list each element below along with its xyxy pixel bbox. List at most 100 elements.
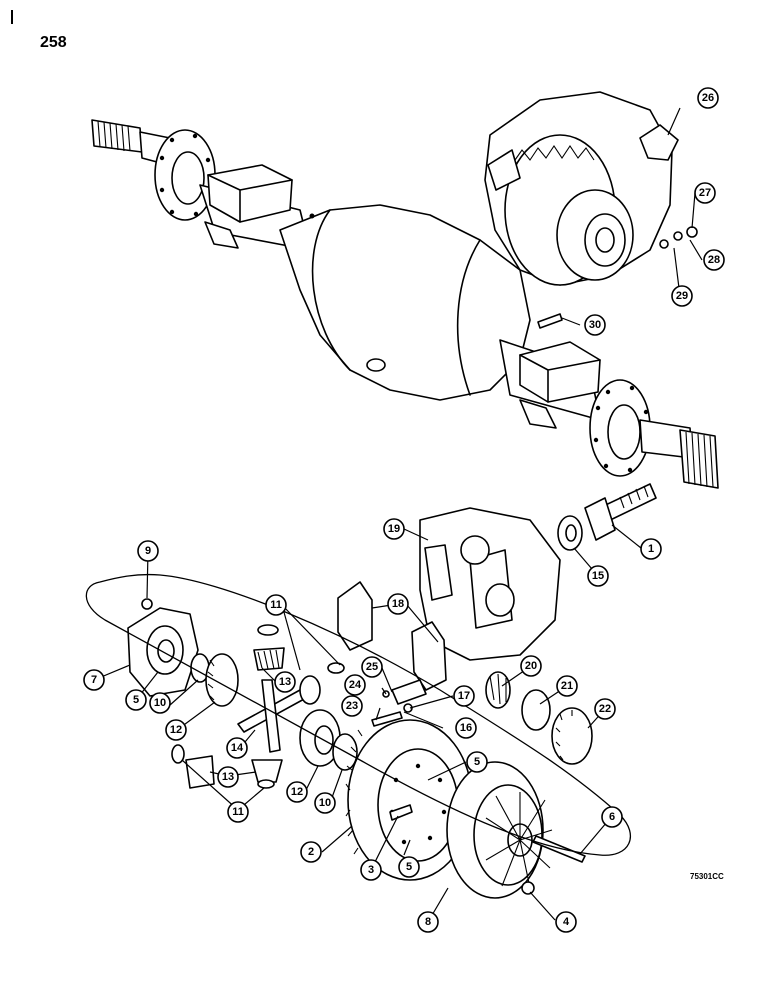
pinion-gear-top bbox=[253, 647, 285, 671]
callout-12-right: 12 bbox=[286, 781, 308, 803]
pinion-gear-bottom bbox=[251, 759, 283, 783]
callout-11-top: 11 bbox=[265, 594, 287, 616]
side-bearing-cone bbox=[485, 671, 511, 709]
callout-11-bottom: 11 bbox=[227, 801, 249, 823]
callout-9: 9 bbox=[137, 540, 159, 562]
svg-text:21: 21 bbox=[561, 680, 573, 692]
lock-bolt bbox=[371, 711, 403, 727]
callout-5-case: 5 bbox=[125, 689, 147, 711]
callout-20: 20 bbox=[520, 655, 542, 677]
pinion-washer-bottom-left bbox=[171, 744, 185, 764]
svg-text:28: 28 bbox=[708, 254, 720, 266]
svg-text:11: 11 bbox=[270, 599, 282, 611]
callout-24: 24 bbox=[344, 674, 366, 696]
right-spring-pad bbox=[519, 341, 601, 403]
center-housing-bowl bbox=[279, 204, 531, 401]
svg-text:13: 13 bbox=[279, 676, 291, 688]
callout-25: 25 bbox=[361, 656, 383, 678]
callout-23: 23 bbox=[341, 695, 363, 717]
adjuster-nut bbox=[551, 707, 593, 765]
svg-text:13: 13 bbox=[222, 771, 234, 783]
case-nut bbox=[141, 598, 153, 610]
svg-text:30: 30 bbox=[589, 319, 601, 331]
callout-8: 8 bbox=[417, 911, 439, 933]
figure-code: 75301CC bbox=[690, 872, 724, 881]
callout-1: 1 bbox=[640, 538, 662, 560]
callout-18: 18 bbox=[387, 593, 409, 615]
pinion-washer-right bbox=[327, 662, 345, 674]
svg-text:12: 12 bbox=[170, 724, 182, 736]
side-gear-left bbox=[205, 653, 239, 707]
drive-pinion bbox=[584, 483, 657, 541]
svg-text:29: 29 bbox=[676, 290, 688, 302]
left-bracket bbox=[204, 221, 239, 249]
right-axle-shaft bbox=[639, 419, 719, 489]
callout-12-left: 12 bbox=[165, 719, 187, 741]
margin-tick bbox=[11, 10, 13, 24]
svg-text:23: 23 bbox=[346, 700, 358, 712]
svg-text:10: 10 bbox=[319, 797, 331, 809]
left-spring-pad bbox=[207, 164, 293, 223]
pinion-washer-top bbox=[257, 624, 279, 636]
callout-10-left: 10 bbox=[149, 692, 171, 714]
svg-text:10: 10 bbox=[154, 697, 166, 709]
svg-text:4: 4 bbox=[563, 916, 570, 928]
svg-text:16: 16 bbox=[460, 722, 472, 734]
spider-cross bbox=[237, 679, 307, 753]
pinion-gear-bottom-left bbox=[185, 755, 215, 789]
pinion-washer-bottom bbox=[257, 779, 275, 789]
callout-16: 16 bbox=[455, 717, 477, 739]
svg-text:2: 2 bbox=[308, 846, 314, 858]
svg-text:24: 24 bbox=[349, 679, 362, 691]
callout-5-bolt: 5 bbox=[398, 856, 420, 878]
svg-text:17: 17 bbox=[458, 690, 470, 702]
svg-text:5: 5 bbox=[406, 861, 412, 873]
callout-15: 15 bbox=[587, 565, 609, 587]
axle-housing-assembly bbox=[91, 119, 719, 489]
ring-gear-bolt bbox=[389, 804, 413, 821]
side-bearing-cup bbox=[521, 689, 551, 731]
svg-text:18: 18 bbox=[392, 598, 404, 610]
bearing-caps bbox=[337, 581, 447, 691]
callout-27: 27 bbox=[694, 182, 716, 204]
callout-13-bottom: 13 bbox=[217, 766, 239, 788]
callout-14: 14 bbox=[226, 737, 248, 759]
callout-4: 4 bbox=[555, 911, 577, 933]
callout-28: 28 bbox=[703, 249, 725, 271]
svg-text:1: 1 bbox=[648, 543, 654, 555]
callout-5-ring: 5 bbox=[466, 751, 488, 773]
svg-text:8: 8 bbox=[425, 916, 431, 928]
callout-10-right: 10 bbox=[314, 792, 336, 814]
svg-text:20: 20 bbox=[525, 660, 537, 672]
left-hub-flange bbox=[154, 129, 216, 221]
callout-6: 6 bbox=[601, 806, 623, 828]
case-bolt bbox=[532, 835, 586, 863]
callout-7: 7 bbox=[83, 669, 105, 691]
carrier-case bbox=[419, 507, 561, 661]
callout-29: 29 bbox=[671, 285, 693, 307]
differential-carrier-cutaway bbox=[484, 91, 698, 286]
callout-19: 19 bbox=[383, 518, 405, 540]
flanged-case-half bbox=[446, 761, 553, 899]
svg-text:27: 27 bbox=[699, 187, 711, 199]
svg-text:3: 3 bbox=[368, 864, 374, 876]
callout-30: 30 bbox=[584, 314, 606, 336]
lock-plate bbox=[391, 679, 427, 705]
svg-text:12: 12 bbox=[291, 786, 303, 798]
svg-text:5: 5 bbox=[133, 694, 139, 706]
component-group-outline bbox=[85, 573, 631, 856]
right-bracket bbox=[519, 399, 557, 429]
svg-text:14: 14 bbox=[231, 742, 244, 754]
callout-13-top: 13 bbox=[274, 671, 296, 693]
callout-21: 21 bbox=[556, 675, 578, 697]
callout-2: 2 bbox=[300, 841, 322, 863]
callout-3: 3 bbox=[360, 859, 382, 881]
svg-text:26: 26 bbox=[702, 92, 714, 104]
svg-text:15: 15 bbox=[592, 570, 604, 582]
case-bolt-nut bbox=[521, 881, 535, 895]
svg-text:11: 11 bbox=[232, 806, 244, 818]
svg-text:25: 25 bbox=[366, 661, 378, 673]
svg-text:19: 19 bbox=[388, 523, 400, 535]
